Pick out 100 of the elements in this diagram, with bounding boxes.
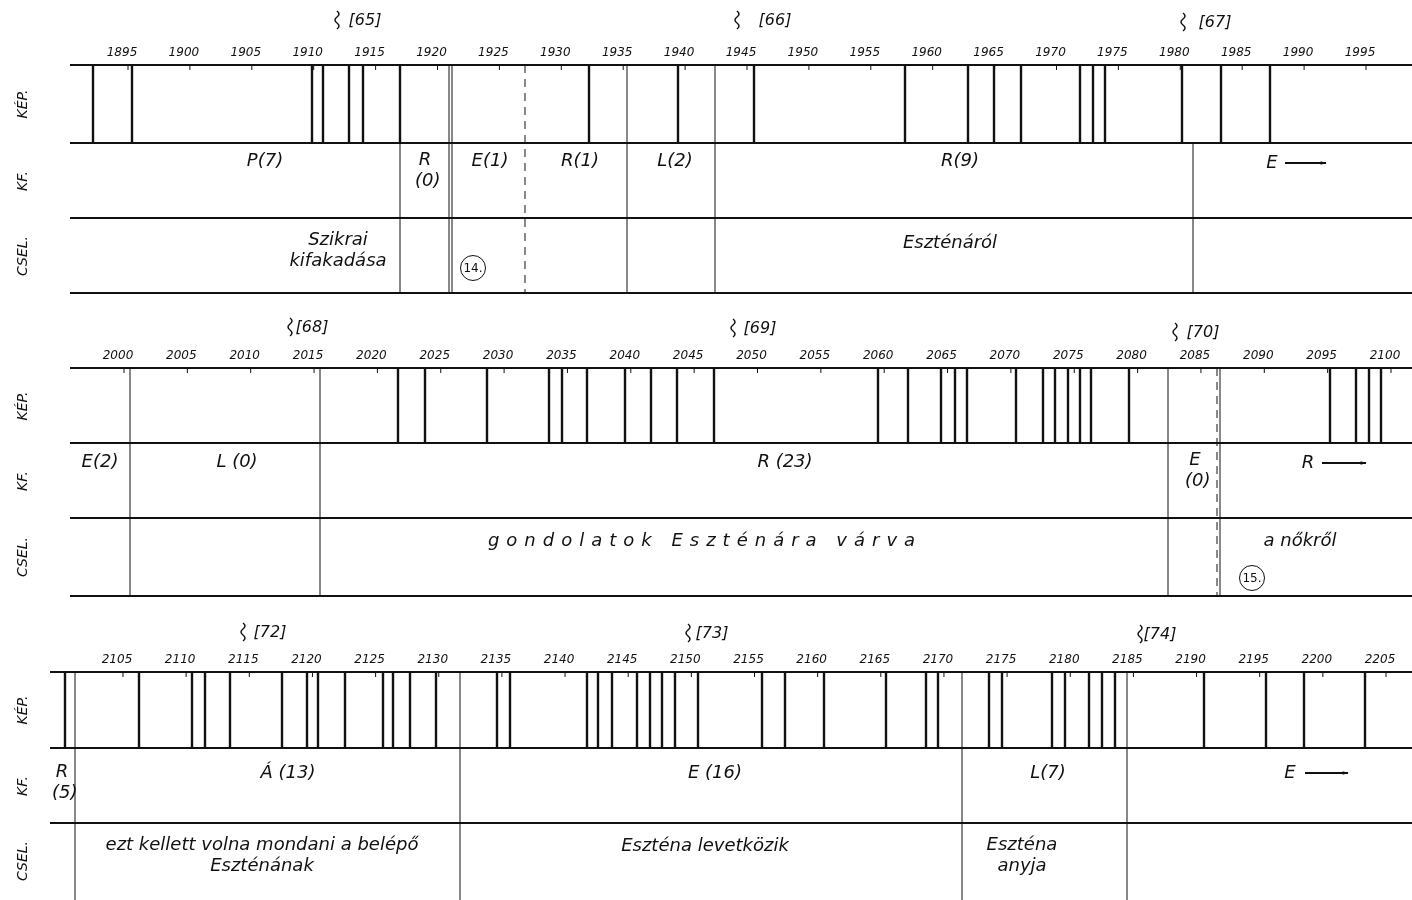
scale-number: 2030 xyxy=(482,349,514,363)
scale-number: 2070 xyxy=(989,349,1021,363)
segment-label: P(7) xyxy=(246,149,284,171)
scale-number: 2080 xyxy=(1116,349,1147,363)
scale-number: 2135 xyxy=(480,653,512,667)
scale-number: 2060 xyxy=(862,349,894,363)
segment-label: E(2) xyxy=(81,450,119,472)
scale-number: 1965 xyxy=(973,46,1004,60)
scale-number: 2145 xyxy=(606,653,638,667)
scale-number: 1980 xyxy=(1159,46,1190,60)
scale-number: 1935 xyxy=(601,46,633,60)
scene-number: [66] xyxy=(758,10,792,30)
row-label: CSEL. xyxy=(13,235,31,276)
scale-number: 1925 xyxy=(478,46,509,60)
scale-number: 1960 xyxy=(911,46,942,60)
row-label: KF. xyxy=(13,470,31,491)
scale-number: 2140 xyxy=(543,653,575,667)
scale-number: 2095 xyxy=(1306,349,1337,363)
scale-number: 2175 xyxy=(985,653,1017,667)
scale-number: 2075 xyxy=(1053,349,1084,363)
plot-note: Szikrai kifakadása xyxy=(288,229,388,271)
segment-label: E xyxy=(1284,761,1296,783)
scale-number: 1920 xyxy=(416,46,447,60)
scale-number: 1955 xyxy=(849,46,881,60)
scale-number: 1985 xyxy=(1220,46,1252,60)
scale-number: 2110 xyxy=(164,653,196,667)
scale-number: 2155 xyxy=(733,653,764,667)
segment-label: L (0) xyxy=(216,450,258,472)
scale-number: 1900 xyxy=(168,46,200,60)
scale-number: 2180 xyxy=(1049,653,1080,667)
scene-number: [74] xyxy=(1143,624,1177,644)
plot-note: Eszténa anyja xyxy=(985,834,1059,876)
scale-number: 2015 xyxy=(292,349,324,363)
scale-number: 2115 xyxy=(228,653,259,667)
scale-number: 2090 xyxy=(1243,349,1274,363)
segment-label: R (23) xyxy=(757,450,813,472)
scale-number: 1930 xyxy=(540,46,571,60)
scale-number: 2085 xyxy=(1179,349,1211,363)
scale-number: 2105 xyxy=(101,653,133,667)
scale-number: 2100 xyxy=(1369,349,1401,363)
row-label: CSEL. xyxy=(13,840,31,881)
scale-number: 2025 xyxy=(419,349,450,363)
plot-note: Eszténa levetközik xyxy=(621,834,789,856)
scale-number: 1990 xyxy=(1282,46,1314,60)
row-label: KÉP. xyxy=(13,89,31,119)
scale-number: 1950 xyxy=(787,46,819,60)
scale-number: 1970 xyxy=(1035,46,1066,60)
scene-number: [65] xyxy=(348,10,382,30)
plot-note: gondolatok Eszténára várva xyxy=(487,529,923,551)
row-label: KF. xyxy=(13,170,31,191)
scale-number: 1915 xyxy=(354,46,385,60)
row-label: CSEL. xyxy=(13,537,31,577)
scene-number: [69] xyxy=(743,318,777,338)
scale-number: 2195 xyxy=(1238,653,1269,667)
segment-label: L(2) xyxy=(657,149,693,171)
row-label: KÉP. xyxy=(13,391,31,420)
segment-label: R xyxy=(1301,451,1315,473)
scale-number: 2020 xyxy=(356,349,387,363)
scale-number: 2185 xyxy=(1112,653,1143,667)
segment-label: R(1) xyxy=(561,149,599,171)
segment-label: E(1) xyxy=(471,149,509,171)
scale-number: 2050 xyxy=(736,349,767,363)
scene-number: [72] xyxy=(253,622,287,642)
scale-number: 2000 xyxy=(102,349,134,363)
scale-number: 2200 xyxy=(1301,653,1333,667)
scale-number: 2065 xyxy=(926,349,957,363)
scale-number: 1975 xyxy=(1097,46,1128,60)
scale-number: 2005 xyxy=(166,349,197,363)
scale-number: 1905 xyxy=(230,46,262,60)
row-label: KF. xyxy=(13,775,31,796)
scale-number: 2170 xyxy=(922,653,954,667)
scale-number: 1910 xyxy=(292,46,323,60)
scale-number: 2165 xyxy=(859,653,891,667)
row-label: KÉP. xyxy=(13,695,31,725)
scale-number: 1940 xyxy=(663,46,695,60)
segment-label: L(7) xyxy=(1030,761,1066,783)
scale-number: 2010 xyxy=(229,349,260,363)
scene-number: [68] xyxy=(295,317,329,337)
scale-number: 2130 xyxy=(417,653,448,667)
scale-number: 2055 xyxy=(799,349,831,363)
scale-number: 2190 xyxy=(1175,653,1206,667)
plot-note: ezt kellett volna mondani a belépő Eszténának xyxy=(104,834,420,876)
scale-number: 2035 xyxy=(546,349,577,363)
scene-number: [70] xyxy=(1186,322,1220,342)
segment-label: E (16) xyxy=(688,761,742,783)
scale-number: 1945 xyxy=(725,46,757,60)
segment-label: R(9) xyxy=(941,149,979,171)
scale-number: 1995 xyxy=(1344,46,1376,60)
scale-number: 2040 xyxy=(609,349,641,363)
scene-number: [73] xyxy=(695,623,729,643)
plot-note: a nőkről xyxy=(1263,529,1337,551)
scene-number: [67] xyxy=(1198,12,1232,32)
scale-number: 2045 xyxy=(672,349,704,363)
segment-label: E xyxy=(1266,151,1278,173)
scale-number: 2125 xyxy=(354,653,385,667)
scale-number: 2160 xyxy=(796,653,827,667)
plot-note: Eszténáról xyxy=(902,231,998,253)
scale-number: 1895 xyxy=(106,46,138,60)
scale-number: 2120 xyxy=(291,653,322,667)
segment-label: Á (13) xyxy=(260,761,316,783)
